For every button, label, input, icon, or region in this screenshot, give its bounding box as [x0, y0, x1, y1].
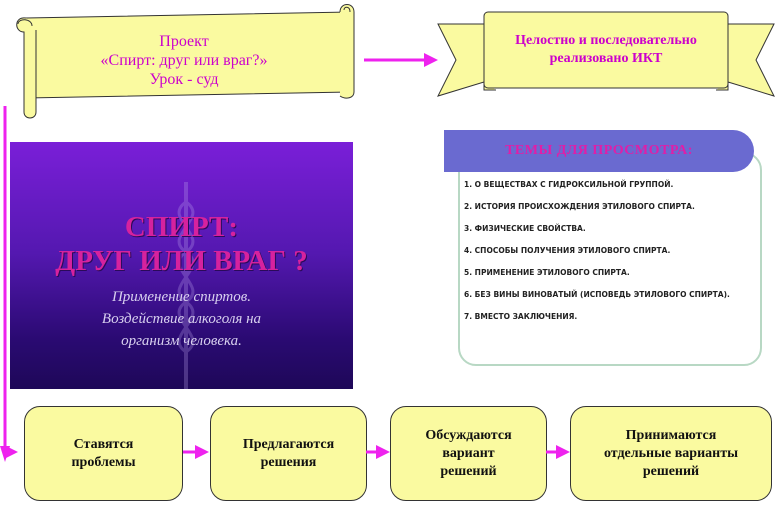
title-slide-preview: СПИРТ: ДРУГ ИЛИ ВРАГ ? Применение спирто…: [10, 142, 353, 389]
slide-subtitle-line-3: организм человека.: [121, 333, 242, 349]
step-1-line-1: Ставятся: [73, 436, 134, 452]
flow-arrow-icon: [366, 445, 390, 459]
list-item: 4. СПОСОБЫ ПОЛУЧЕНИЯ ЭТИЛОВОГО СПИРТА.: [464, 246, 671, 255]
project-line-1: Проект: [159, 32, 209, 50]
list-item: 2. ИСТОРИЯ ПРОИСХОЖДЕНИЯ ЭТИЛОВОГО СПИРТ…: [464, 202, 695, 211]
list-item: 3. ФИЗИЧЕСКИЕ СВОЙСТВА.: [464, 224, 586, 233]
topics-panel: ТЕМЫ ДЛЯ ПРОСМОТРА: 1. О ВЕЩЕСТВАХ С ГИД…: [444, 130, 762, 366]
step-2-line-2: решения: [260, 454, 317, 470]
project-line-2: «Спирт: друг или враг?»: [100, 51, 268, 69]
step-box-solutions: Предлагаются решения: [210, 406, 367, 501]
step-1-line-2: проблемы: [71, 454, 136, 470]
topics-header: ТЕМЫ ДЛЯ ПРОСМОТРА:: [444, 130, 754, 172]
ict-ribbon-shape: [437, 11, 775, 97]
step-3-line-1: Обсуждаются: [425, 427, 512, 443]
step-box-discussion: Обсуждаются вариант решений: [390, 406, 547, 501]
list-item: 5. ПРИМЕНЕНИЕ ЭТИЛОВОГО СПИРТА.: [464, 268, 630, 277]
step-4-line-2: отдельные варианты: [603, 445, 739, 461]
list-item: 6. БЕЗ ВИНЫ ВИНОВАТЫЙ (ИСПОВЕДЬ ЭТИЛОВОГ…: [464, 290, 730, 299]
list-item: 7. ВМЕСТО ЗАКЛЮЧЕНИЯ.: [464, 312, 578, 321]
caduceus-icon: [177, 182, 195, 389]
slide-subtitle-line-1: Применение спиртов.: [111, 289, 252, 305]
topics-list: 1. О ВЕЩЕСТВАХ С ГИДРОКСИЛЬНОЙ ГРУППОЙ. …: [464, 180, 730, 334]
flow-start-arrow-icon: [4, 445, 18, 459]
slide-subtitle-line-2: Воздействие алкоголя на: [101, 311, 262, 327]
ict-line-2: реализовано ИКТ: [549, 51, 663, 66]
project-scroll-shape: [16, 4, 355, 119]
slide-title-line-1: СПИРТ:: [124, 211, 239, 243]
project-line-3: Урок - суд: [149, 70, 219, 88]
slide-subtitle: Применение спиртов. Воздействие алкоголя…: [10, 286, 353, 352]
step-2-line-1: Предлагаются: [242, 436, 335, 452]
step-4-line-3: решений: [642, 463, 700, 479]
flow-arrow-icon: [546, 445, 570, 459]
list-item: 1. О ВЕЩЕСТВАХ С ГИДРОКСИЛЬНОЙ ГРУППОЙ.: [464, 180, 674, 189]
ict-banner-text: Целостно и последовательно реализовано И…: [486, 22, 726, 78]
step-4-line-1: Принимаются: [625, 427, 717, 443]
topics-box: [458, 152, 762, 366]
slide-title-line-2: ДРУГ ИЛИ ВРАГ ?: [55, 245, 308, 277]
flow-arrow-icon: [183, 445, 209, 459]
project-scroll-text: Проект «Спирт: друг или враг?» Урок - су…: [34, 20, 334, 100]
ict-line-1: Целостно и последовательно: [515, 33, 697, 48]
slide-title: СПИРТ: ДРУГ ИЛИ ВРАГ ?: [10, 210, 353, 278]
step-3-line-2: вариант: [442, 445, 495, 461]
step-box-decision: Принимаются отдельные варианты решений: [570, 406, 772, 501]
arrow-right-icon: [364, 53, 438, 67]
step-3-line-3: решений: [440, 463, 497, 479]
step-box-problems: Ставятся проблемы: [24, 406, 183, 501]
